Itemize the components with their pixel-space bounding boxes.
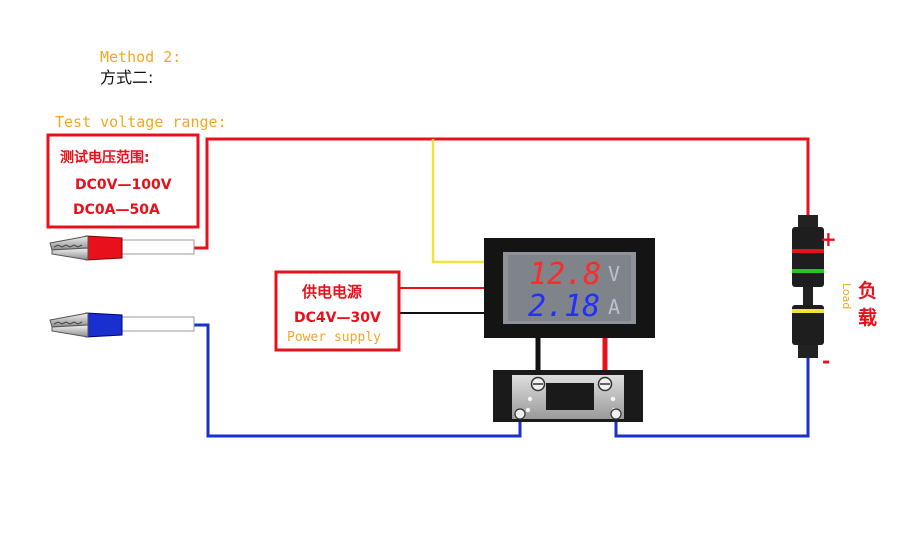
load-minus: - [822,349,830,373]
blue-probe-wire [192,323,522,438]
power-voltage: DC4V—30V [294,310,381,326]
test-range-cn-title: 测试电压范围: [60,149,150,166]
current-unit: A [608,295,620,319]
power-cn-label: 供电电源 [301,283,362,301]
method-cn-label: 方式二: [100,68,153,87]
current-reading: 2.18 [528,289,600,324]
test-range-voltage: DC0V—100V [75,177,172,193]
red-probe-wire [192,137,810,250]
load-cn-char1: 负 [858,279,877,302]
method-en-label: Method 2: [100,48,181,66]
test-range-current: DC0A—50A [73,202,160,218]
load-component [792,215,824,358]
shunt-terminal-left [514,408,526,420]
current-shunt [493,370,643,422]
power-supply-box [274,270,401,352]
load-plus: + [820,227,837,251]
voltage-reading: 12.8 [529,257,601,292]
load-cn-char2: 载 [858,306,877,329]
blue-alligator-clip [49,312,195,338]
blue-load-wire [614,358,810,438]
shunt-terminal-right [610,408,622,420]
digital-meter: 12.8 V 2.18 A [484,238,655,338]
yellow-sense-wire [431,139,488,264]
test-range-box [46,133,200,229]
voltage-unit: V [608,262,620,286]
load-en-label: Load [840,283,853,309]
power-en-label: Power supply [287,330,381,345]
test-range-en-label: Test voltage range: [55,113,227,131]
red-alligator-clip [49,235,195,261]
